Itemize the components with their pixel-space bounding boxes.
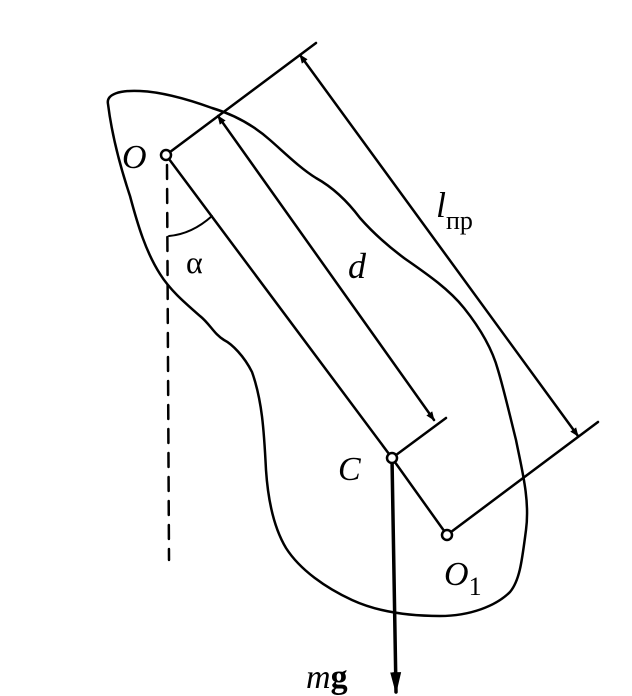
pivot-point-o — [159, 148, 173, 162]
rigid-body-outline — [106, 89, 529, 618]
label-m: m — [306, 659, 331, 696]
angle-arc — [168, 215, 213, 237]
line-c-to-o1 — [390, 456, 449, 537]
center-of-mass-point-c — [385, 451, 399, 465]
label-alpha: α — [186, 244, 203, 280]
label-l: l — [436, 185, 446, 225]
label-o1: O1 — [444, 556, 482, 601]
label-o: O — [122, 139, 147, 176]
extension-line-c — [390, 416, 448, 460]
label-c: C — [338, 451, 361, 488]
extension-line-o — [164, 41, 318, 157]
label-o1-letter: O — [444, 556, 469, 593]
label-d: d — [348, 246, 367, 286]
label-l-subscript: пр — [446, 206, 473, 235]
label-o1-subscript: 1 — [469, 572, 482, 601]
dimension-line-l-pr — [298, 53, 580, 438]
label-mg: mg — [306, 659, 348, 696]
extension-line-o1 — [445, 420, 600, 537]
label-l-pr: lпр — [436, 185, 473, 235]
label-g: g — [331, 659, 348, 696]
vertical-reference-line — [165, 163, 171, 562]
pivot-point-o1 — [440, 528, 454, 542]
gravity-vector — [390, 456, 402, 695]
